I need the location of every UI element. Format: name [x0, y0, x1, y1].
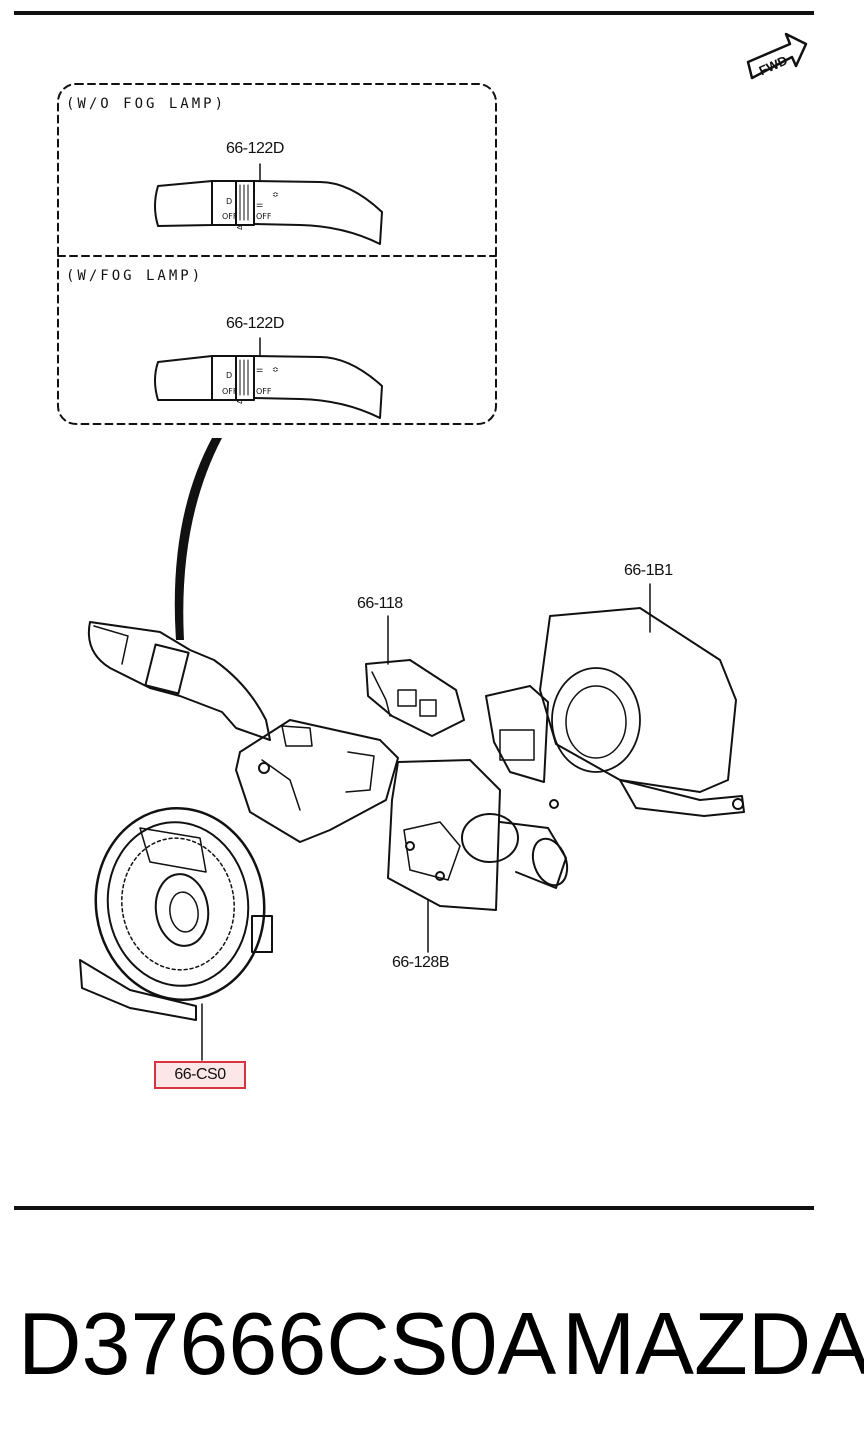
w-o-label-off-1: OFF — [222, 212, 238, 221]
variant-pointer — [174, 438, 222, 640]
clock-spring — [79, 806, 273, 1021]
variant-title-without-fog: (W/O FOG LAMP) — [66, 96, 227, 112]
w-fog-label-off-2: OFF — [256, 387, 272, 396]
callout-66-128b: 66-128B — [392, 954, 450, 971]
column-cover-1b1 — [485, 607, 745, 817]
fwd-arrow-icon: FWD — [746, 32, 808, 80]
callout-66-1b1: 66-1B1 — [624, 562, 673, 579]
callout-66-118: 66-118 — [357, 595, 403, 612]
lever-switch-with-fog — [154, 337, 383, 419]
w-fog-label-off-1: OFF — [222, 387, 238, 396]
w-fog-label-lamp: ≎ — [272, 365, 279, 374]
w-o-label-lamp: ≎ — [272, 190, 279, 199]
part-number: D37666CS0A — [18, 1294, 557, 1393]
lever-switch-without-fog — [154, 163, 383, 245]
variant-part-without-fog: 66-122D — [226, 140, 284, 157]
leader-lines — [201, 583, 651, 1061]
w-o-label-d: D — [226, 197, 232, 206]
variant-box — [57, 83, 497, 425]
switch-118 — [365, 659, 465, 737]
w-fog-label-d: D — [226, 371, 232, 380]
w-fog-label-beam: ⚌ — [256, 365, 263, 374]
w-fog-label-turn: ⊲ — [236, 397, 243, 406]
w-o-label-beam: ⚌ — [256, 200, 263, 209]
variant-part-with-fog: 66-122D — [226, 315, 284, 332]
w-o-label-off-2: OFF — [256, 212, 272, 221]
top-rule — [14, 11, 814, 15]
lever-assembly — [88, 621, 399, 843]
switch-128b — [387, 759, 569, 911]
bottom-rule — [14, 1206, 814, 1210]
variant-title-with-fog: (W/FOG LAMP) — [66, 268, 204, 284]
highlighted-part-callout: 66-CS0 — [154, 1061, 246, 1089]
w-o-label-turn: ⊲ — [236, 223, 243, 232]
brand-name: MAZDA — [562, 1294, 864, 1393]
callout-66-cs0: 66-CS0 — [174, 1066, 226, 1083]
